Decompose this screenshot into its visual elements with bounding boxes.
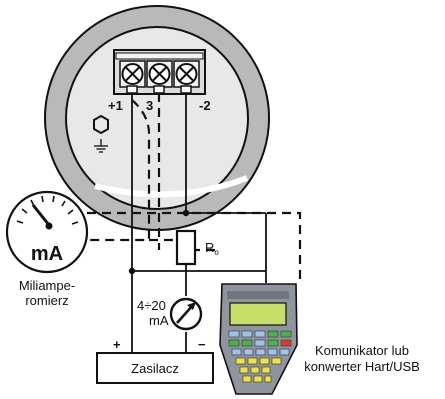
communicator-label-line2: konwerter Hart/USB bbox=[304, 359, 420, 374]
milliammeter: mA bbox=[5, 190, 89, 274]
handheld-keypad bbox=[228, 330, 292, 383]
transmitter-housing bbox=[44, 5, 270, 231]
terminal-block-top-rail bbox=[115, 52, 204, 60]
terminal-label-3: 3 bbox=[146, 98, 153, 113]
supply-plus-sign: + bbox=[113, 337, 121, 352]
supply-minus-sign: − bbox=[198, 337, 206, 352]
communicator-label-line1: Komunikator lub bbox=[315, 343, 409, 358]
power-supply-label: Zasilacz bbox=[131, 361, 179, 376]
resistor bbox=[175, 229, 197, 266]
ground-symbol-icon bbox=[94, 139, 108, 153]
terminal-screw-2 bbox=[173, 60, 200, 88]
current-meter-arrow bbox=[176, 304, 194, 324]
milliammeter-label-line1: Miliampe- bbox=[19, 278, 75, 293]
terminal-label-minus2: -2 bbox=[199, 98, 211, 113]
handheld-top-band bbox=[227, 291, 289, 299]
current-meter bbox=[169, 297, 203, 331]
milliammeter-needle bbox=[31, 204, 51, 226]
terminal-label-plus1: +1 bbox=[108, 98, 123, 113]
housing-highlight bbox=[94, 175, 249, 198]
ground-screw-icon bbox=[93, 114, 109, 135]
wire-ferrule-1 bbox=[126, 85, 138, 94]
milliammeter-label-line2: romierz bbox=[25, 293, 68, 308]
terminal-block bbox=[113, 49, 206, 95]
power-supply-box bbox=[96, 352, 214, 384]
terminal-screw-3 bbox=[146, 60, 173, 88]
current-range-line1: 4÷20 bbox=[137, 298, 166, 313]
resistor-label: Ro bbox=[205, 240, 219, 257]
terminal-screw-1 bbox=[119, 60, 146, 88]
milliammeter-unit: mA bbox=[31, 243, 63, 265]
wire-ferrule-2 bbox=[180, 85, 192, 94]
current-meter-arrowhead-icon bbox=[187, 302, 196, 310]
milliammeter-pivot bbox=[45, 222, 53, 230]
current-range-line2: mA bbox=[149, 313, 169, 328]
hart-communicator bbox=[219, 283, 298, 395]
wire-ferrule-3 bbox=[153, 85, 165, 94]
handheld-screen bbox=[229, 302, 287, 326]
